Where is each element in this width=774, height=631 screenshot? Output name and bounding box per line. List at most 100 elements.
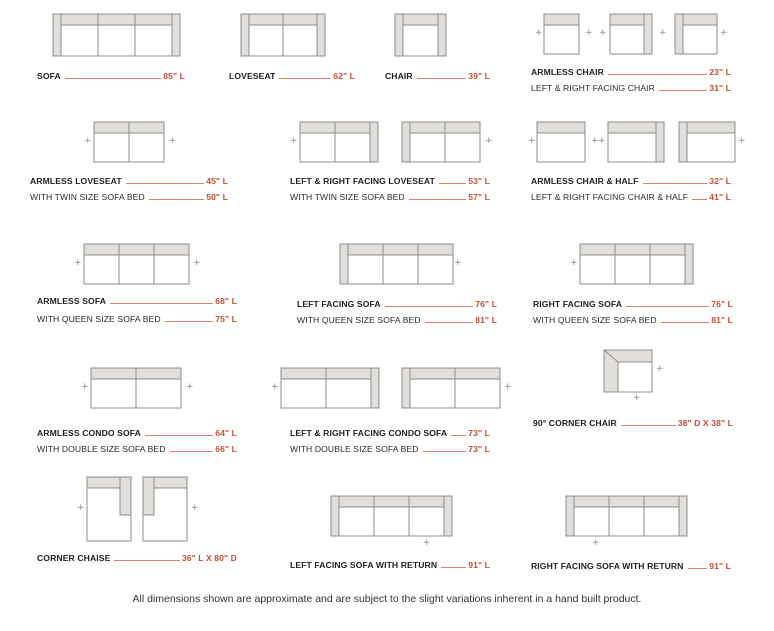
item-label: WITH DOUBLE SIZE SOFA BED	[290, 444, 419, 454]
chair-diagram	[394, 13, 447, 57]
armless-chair-half-diagram	[536, 121, 586, 163]
connector-plus-icon: +	[738, 136, 746, 146]
dimension-subrow: WITH DOUBLE SIZE SOFA BED 73" L	[290, 442, 490, 454]
connector-plus-icon: +	[528, 136, 536, 146]
right-facing-condo-sofa-diagram	[280, 367, 380, 409]
dimension-value: 91" L	[709, 561, 731, 571]
armless-loveseat-diagram	[93, 121, 165, 163]
item-label: ARMLESS LOVESEAT	[30, 176, 122, 186]
leader-line	[384, 306, 474, 307]
dimension-value: 81" L	[475, 315, 497, 325]
item-label: SOFA	[37, 71, 61, 81]
leader-line	[110, 303, 214, 304]
dimension-value: 57" L	[468, 192, 490, 202]
sofa-diagram	[52, 13, 181, 57]
connector-plus-icon: +	[84, 136, 92, 146]
corner-chaise-right-diagram	[142, 476, 188, 542]
connector-plus-icon: +	[193, 258, 201, 268]
dimension-value: 81" L	[711, 315, 733, 325]
dimension-value: 64" L	[215, 428, 237, 438]
dimension-row: LEFT FACING SOFA WITH RETURN 91" L	[290, 558, 490, 570]
dimension-value: 32" L	[709, 176, 731, 186]
corner-chaise-left-diagram	[86, 476, 132, 542]
item-label: LEFT & RIGHT FACING CHAIR & HALF	[531, 192, 689, 202]
right-facing-chair-half-diagram	[607, 121, 665, 163]
armless-chair-diagram	[543, 13, 580, 55]
connector-plus-icon: +	[271, 382, 279, 392]
leader-line	[658, 90, 708, 91]
left-facing-sofa-with-return-diagram	[330, 495, 453, 537]
leader-line	[660, 322, 710, 323]
item-label: WITH DOUBLE SIZE SOFA BED	[37, 444, 166, 454]
dimension-value: 68" L	[215, 296, 237, 306]
connector-plus-icon: +	[423, 538, 431, 548]
left-facing-sofa-diagram	[339, 243, 454, 285]
dimension-value: 23" L	[709, 67, 731, 77]
leader-line	[144, 435, 214, 436]
leader-line	[279, 78, 332, 79]
dimension-row: LEFT & RIGHT FACING CONDO SOFA 73" L	[290, 426, 490, 438]
dimension-value: 31" L	[709, 83, 731, 93]
item-label: RIGHT FACING SOFA WITH RETURN	[531, 561, 684, 571]
item-label: ARMLESS CONDO SOFA	[37, 428, 141, 438]
dimension-value: 38" D X 38" L	[677, 418, 733, 428]
connector-plus-icon: +	[504, 382, 512, 392]
item-label: WITH QUEEN SIZE SOFA BED	[37, 314, 161, 324]
item-label: ARMLESS CHAIR & HALF	[531, 176, 639, 186]
right-facing-loveseat-diagram	[299, 121, 379, 163]
dimension-subrow: WITH QUEEN SIZE SOFA BED 75" L	[37, 312, 237, 324]
item-label: WITH QUEEN SIZE SOFA BED	[533, 315, 657, 325]
dimension-value: 45" L	[206, 176, 228, 186]
leader-line	[422, 451, 467, 452]
left-facing-loveseat-diagram	[401, 121, 481, 163]
connector-plus-icon: +	[81, 382, 89, 392]
leader-line	[692, 199, 708, 200]
dimension-value: 73" L	[468, 428, 490, 438]
item-label: LEFT & RIGHT FACING CONDO SOFA	[290, 428, 448, 438]
dimension-value: 85" L	[163, 71, 185, 81]
leader-line	[626, 306, 710, 307]
leader-line	[125, 183, 205, 184]
connector-plus-icon: +	[535, 28, 543, 38]
leader-line	[416, 78, 467, 79]
corner-chair-diagram	[603, 349, 653, 393]
connector-plus-icon: +	[585, 28, 593, 38]
dimension-value: 66" L	[215, 444, 237, 454]
leader-line	[438, 183, 467, 184]
dimension-value: 75" L	[215, 314, 237, 324]
dimension-row: ARMLESS LOVESEAT 45" L	[30, 174, 228, 186]
connector-plus-icon: +	[720, 28, 728, 38]
connector-plus-icon: +	[169, 136, 177, 146]
dimension-value: 36" L X 80" D	[181, 553, 237, 563]
connector-plus-icon: +	[659, 28, 667, 38]
item-label: CHAIR	[385, 71, 413, 81]
leader-line	[620, 425, 676, 426]
leader-line	[164, 321, 214, 322]
dimension-value: 39" L	[468, 71, 490, 81]
leader-line	[148, 199, 205, 200]
item-label: ARMLESS SOFA	[37, 296, 107, 306]
right-facing-chair-diagram	[609, 13, 653, 55]
dimension-value: 91" L	[468, 560, 490, 570]
item-label: LEFT FACING SOFA WITH RETURN	[290, 560, 438, 570]
item-label: CORNER CHAISE	[37, 553, 111, 563]
item-label: LEFT FACING SOFA	[297, 299, 381, 309]
left-facing-chair-diagram	[674, 13, 718, 55]
item-label: WITH QUEEN SIZE SOFA BED	[297, 315, 421, 325]
dimension-row: ARMLESS SOFA 68" L	[37, 294, 237, 306]
item-label: ARMLESS CHAIR	[531, 67, 604, 77]
dimension-value: 73" L	[468, 444, 490, 454]
connector-plus-icon: +	[656, 364, 664, 374]
dimension-subrow: WITH QUEEN SIZE SOFA BED 81" L	[297, 313, 497, 325]
connector-plus-icon: +	[454, 258, 462, 268]
leader-line	[642, 183, 708, 184]
